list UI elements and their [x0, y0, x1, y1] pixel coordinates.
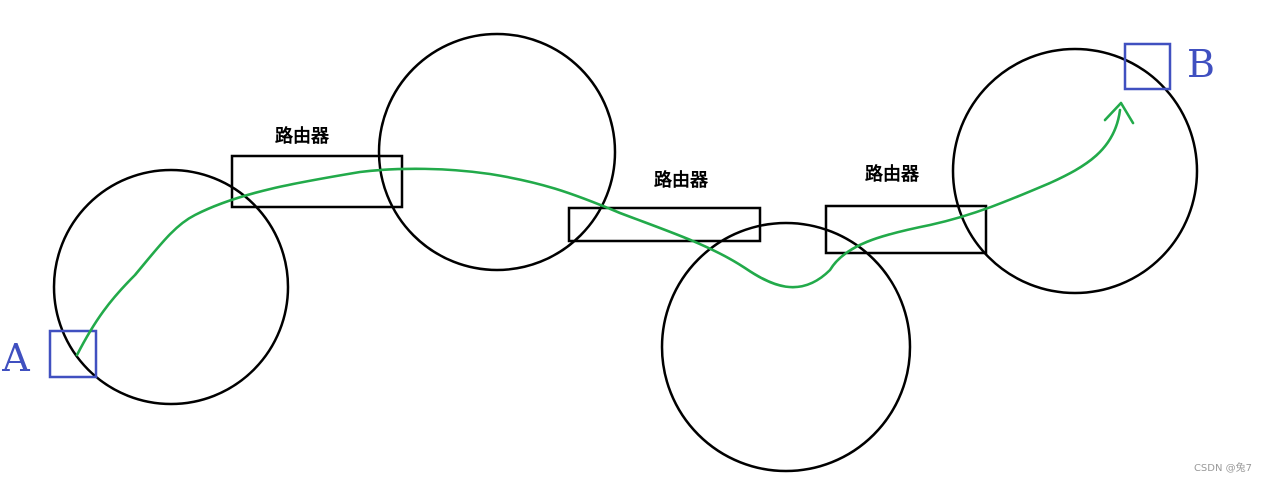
network-4 — [951, 47, 1199, 295]
network-3 — [660, 221, 912, 473]
host-b-label: B — [1187, 42, 1215, 86]
router-3-label: 路由器 — [865, 163, 920, 185]
network-2 — [377, 32, 617, 272]
route-path — [75, 108, 1122, 357]
router-3-box — [824, 204, 988, 255]
watermark: CSDN @兔7 — [1193, 463, 1252, 474]
host-a-box — [48, 329, 98, 379]
router-1-label: 路由器 — [275, 125, 330, 147]
network-1 — [52, 168, 290, 406]
router-1-box — [230, 154, 404, 209]
route-arrowhead — [1103, 101, 1135, 125]
host-a-label: A — [1, 336, 30, 380]
router-2-box — [567, 206, 762, 243]
router-2-label: 路由器 — [654, 169, 709, 191]
host-b-box — [1123, 42, 1172, 91]
